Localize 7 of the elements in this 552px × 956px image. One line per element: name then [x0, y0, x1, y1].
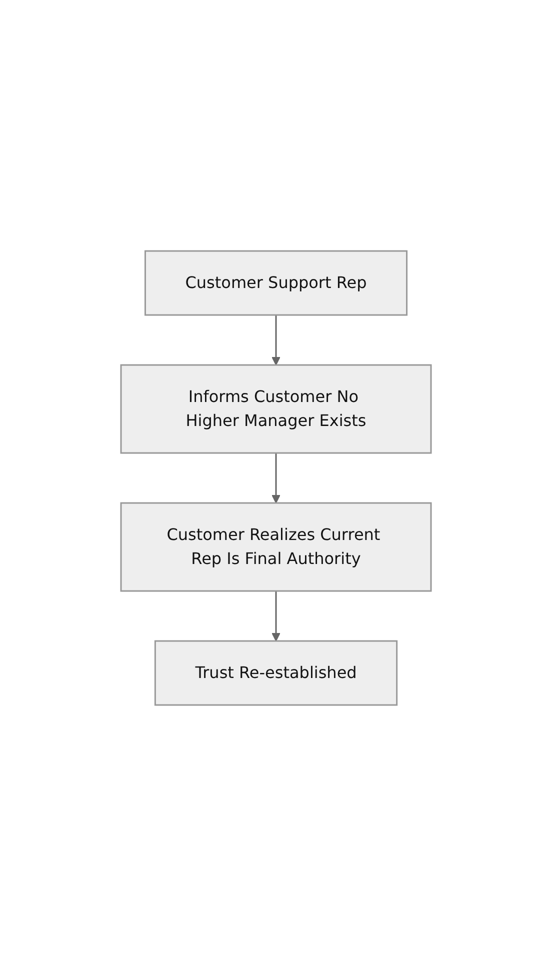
node-box: Customer Realizes Current Rep Is Final Authority — [120, 502, 432, 592]
node-box: Informs Customer No Higher Manager Exists — [120, 364, 432, 454]
node-box: Customer Support Rep — [144, 250, 408, 316]
arrow — [272, 591, 280, 642]
arrow — [272, 453, 280, 504]
node-box: Trust Re-established — [154, 640, 398, 706]
arrow — [272, 315, 280, 366]
